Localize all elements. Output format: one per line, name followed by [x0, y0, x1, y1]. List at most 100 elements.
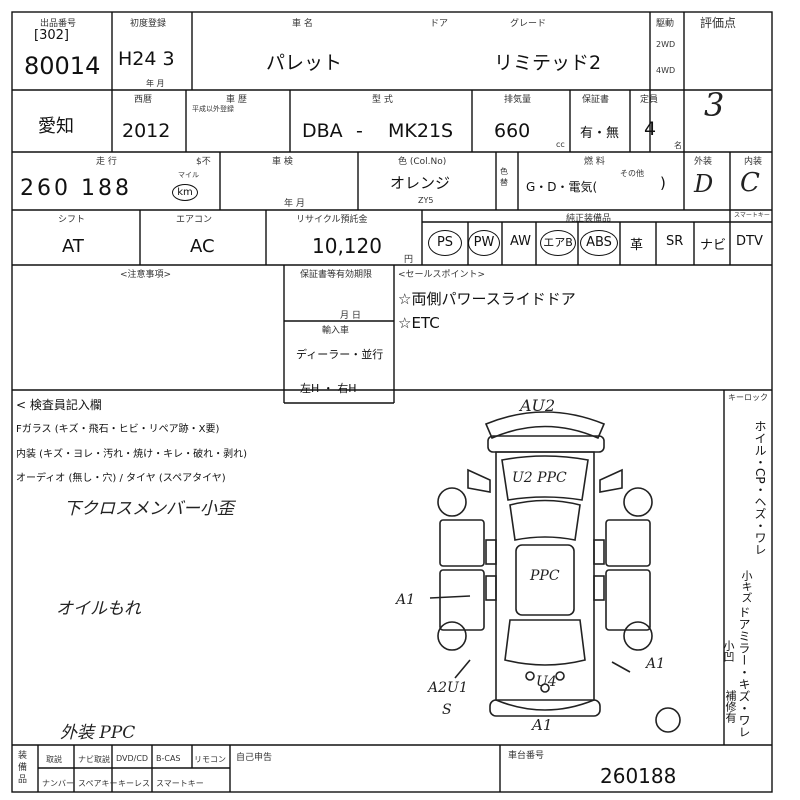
score-label: 評価点	[700, 16, 737, 30]
sales-label: <セールスポイント>	[398, 270, 486, 280]
mark-center: PPC	[530, 568, 560, 584]
record-label: 保証書	[582, 95, 610, 105]
mileage-unit-km: km	[172, 184, 198, 201]
side-note-5: 補修有	[724, 690, 737, 723]
equip-navi: ナビ	[700, 238, 727, 253]
fuel-label: 燃 料	[584, 157, 605, 167]
footer-item-plate: ナンバー	[42, 779, 74, 788]
vin-value: 260188	[600, 764, 677, 788]
equip-pw: PW	[468, 230, 500, 256]
footer-item-spare-key: スペアキー	[78, 779, 118, 788]
equip-airbag: エアB	[540, 230, 576, 256]
equip-leather: 革	[630, 238, 644, 253]
drive-label: 駆動	[656, 19, 675, 29]
cc-label: 排気量	[504, 95, 532, 105]
equip-dtv: DTV	[736, 234, 763, 249]
side-note-4: 小凹	[722, 640, 735, 662]
record-value: 有・無	[580, 126, 620, 141]
mileage-label: 走 行	[96, 157, 117, 167]
fuel-other: その他	[620, 169, 644, 178]
interior-label: 内装	[744, 157, 763, 167]
footer-item-manual: 取説	[46, 755, 62, 764]
recycle-value: 10,120	[312, 234, 382, 258]
mark-top: AU2	[520, 396, 556, 415]
side-note-2: ドアミラー・キズ・ワレ	[737, 606, 751, 738]
recycle-unit: 円	[404, 255, 414, 265]
keyless-label: スマートキー	[734, 212, 770, 219]
color-change-label: 色替	[500, 167, 508, 187]
color-label: 色 (Col.No)	[398, 157, 447, 167]
footer-item-smartkey: スマートキー	[156, 779, 204, 788]
location: 愛知	[38, 116, 74, 137]
car-name-label: 車 名	[292, 19, 313, 29]
inspector-note-1: 下クロスメンバー小歪	[64, 499, 234, 519]
interior-value: C	[740, 168, 760, 198]
seats-unit: 名	[674, 141, 682, 150]
history-label: 車 歴	[226, 95, 247, 105]
import-label: 輸入車	[322, 326, 350, 336]
ac-label: エアコン	[176, 215, 213, 225]
drive-4wd: 4WD	[656, 66, 676, 75]
exterior-label: 外装	[694, 157, 713, 167]
handle-value: 左H ・ 右H	[300, 382, 357, 395]
footer-item-dvd: DVD/CD	[116, 754, 149, 763]
mark-bottom-bumper: A1	[532, 716, 553, 734]
lot-number: 80014	[24, 52, 101, 80]
mark-right-low: A1	[646, 656, 666, 672]
year-label: 西暦	[134, 95, 153, 105]
sales-point-2: ☆ETC	[398, 314, 440, 332]
score: 3	[704, 86, 725, 124]
inspector-title: < 検査員記入欄	[16, 398, 102, 412]
seats-label: 定員	[640, 95, 659, 105]
side-note-1: ホイル・CP・ヘズ・ワレ	[753, 420, 767, 556]
vin-label: 車台番号	[508, 751, 545, 761]
footer-item-bcas: B-CAS	[156, 754, 181, 763]
first-reg-value: H24 3	[118, 48, 175, 70]
door-label: ドア	[430, 19, 449, 29]
car-name: パレット	[266, 52, 343, 74]
first-reg-label: 初度登録	[130, 19, 167, 29]
footer-item-navi-manual: ナビ取説	[78, 755, 110, 764]
inspector-audio-line: オーディオ (無し・穴) / タイヤ (スペアタイヤ)	[16, 473, 226, 484]
equip-sr: SR	[666, 234, 684, 249]
recycle-label: リサイクル預託金	[296, 215, 368, 225]
inspector-note-2: オイルもれ	[56, 599, 141, 619]
warranty-unit: 月 日	[340, 311, 361, 321]
inspector-note-3: 外装 PPC	[60, 723, 136, 743]
equip-abs: ABS	[580, 230, 618, 256]
inspector-interior-line: 内装 (キズ・ヨレ・汚れ・焼け・キレ・破れ・剥れ)	[16, 449, 247, 460]
inspector-glass-line: Fガラス (キズ・飛石・ヒビ・リペア跡・X要)	[16, 424, 220, 435]
equipment-label: 純正装備品	[566, 214, 612, 224]
shaken-unit: 年 月	[284, 199, 305, 209]
model-dash: -	[356, 120, 363, 142]
warranty-label: 保証書等有効期限	[300, 270, 373, 280]
cc-value: 660	[494, 120, 531, 142]
ac-value: AC	[190, 236, 215, 257]
equip-ps: PS	[428, 230, 462, 256]
shift-value: AT	[62, 236, 84, 257]
key-lock-label: キーロック	[728, 393, 768, 402]
lot-prefix: [302]	[34, 28, 69, 43]
model-prefix: DBA	[302, 120, 343, 142]
fuel-value: G・D・電気(	[526, 180, 598, 194]
fuel-close: )	[660, 174, 666, 192]
color-code: ZY5	[418, 196, 434, 205]
car-diagram	[429, 411, 681, 733]
side-note-3: 小キズ	[740, 570, 753, 603]
shaken-label: 車 検	[272, 157, 293, 167]
footer-equip-label: 装備品	[18, 751, 28, 785]
model-label: 型 式	[372, 95, 393, 105]
grade: リミテッド2	[494, 52, 602, 74]
mark-upper: U2 PPC	[512, 470, 567, 486]
color-value: オレンジ	[390, 174, 451, 192]
mileage-value: 260 188	[20, 176, 132, 201]
footer-item-remote: リモコン	[194, 755, 226, 764]
seats-value: 4	[644, 118, 657, 140]
sales-point-1: ☆両側パワースライドドア	[398, 290, 576, 308]
self-report-label: 自己申告	[236, 753, 273, 763]
import-value: ディーラー・並行	[296, 348, 384, 361]
mark-left-mid: A1	[396, 592, 416, 608]
first-reg-unit: 年 月	[146, 79, 165, 88]
notes-label: <注意事項>	[120, 270, 172, 280]
grade-label: グレード	[510, 19, 547, 29]
